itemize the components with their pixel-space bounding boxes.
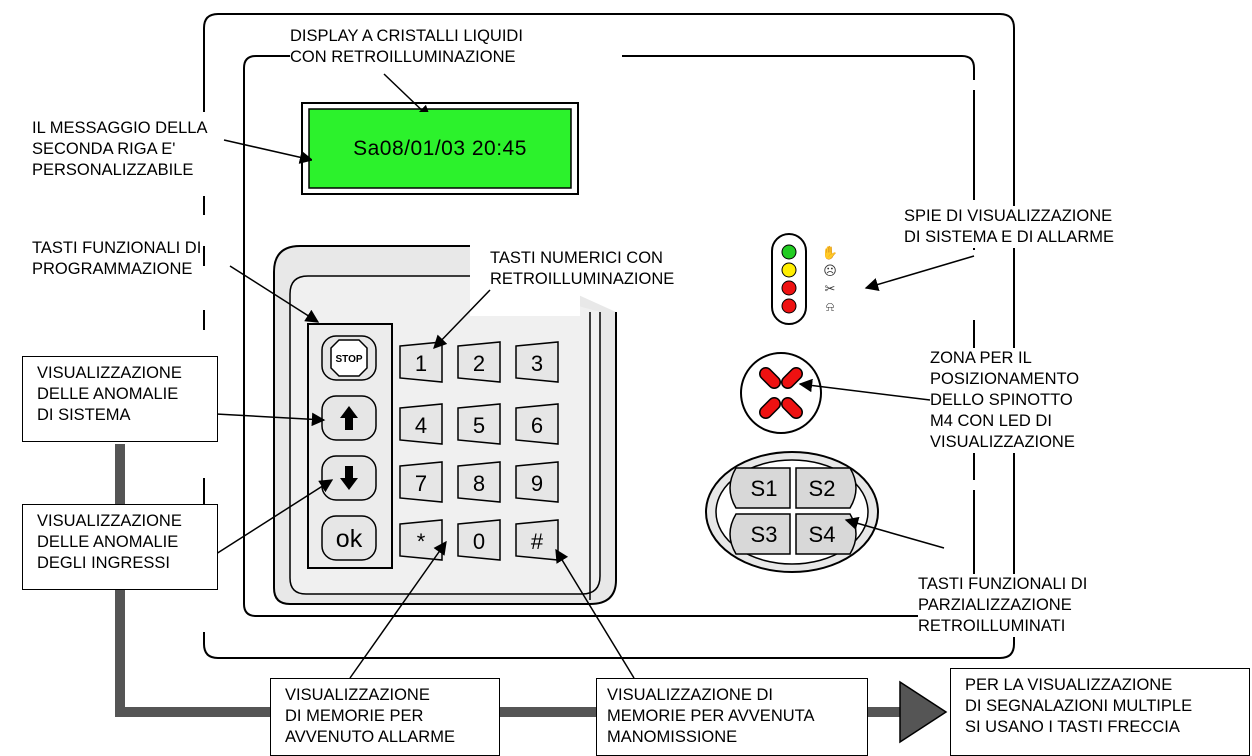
arrow-mem-manom <box>555 548 635 679</box>
status-led-1 <box>781 244 797 260</box>
numeric-key-label: # <box>531 529 544 554</box>
numeric-key-label: 3 <box>531 351 543 376</box>
bell-icon: ⍾ <box>826 300 835 315</box>
down-arrow-key[interactable] <box>321 455 377 501</box>
inner-panel-frame <box>243 55 975 617</box>
m4-led-cross <box>759 367 803 419</box>
numeric-key-*[interactable]: * <box>399 519 443 561</box>
numeric-key-4[interactable]: 4 <box>399 403 443 445</box>
status-led-3 <box>781 280 797 296</box>
numeric-key-label: 5 <box>473 413 485 438</box>
arrow-mem-allarme <box>349 540 447 679</box>
numeric-keypad: 1 2 3 4 5 6 7 8 9 * 0 # <box>399 341 559 561</box>
partial-key-label: S4 <box>809 522 836 547</box>
partial-key-label: S3 <box>751 522 778 547</box>
arrow-message <box>223 139 314 164</box>
numeric-key-2[interactable]: 2 <box>457 341 501 383</box>
numeric-key-label: 6 <box>531 413 543 438</box>
gray-connector-arrow <box>899 680 948 744</box>
numeric-key-label: 2 <box>473 351 485 376</box>
partial-key-s2[interactable]: S2 <box>795 467 857 509</box>
m4-plug-zone <box>740 352 822 434</box>
numeric-key-label: 0 <box>473 529 485 554</box>
function-keys: STOP ok <box>321 335 377 561</box>
stop-key[interactable]: STOP <box>321 335 377 381</box>
arrow-up-icon <box>340 406 358 430</box>
numeric-key-6[interactable]: 6 <box>515 403 559 445</box>
led-strip <box>771 233 807 325</box>
arrow-lcd <box>383 73 431 119</box>
arrow-m4 <box>798 378 931 401</box>
ok-key-label: ok <box>336 525 363 553</box>
numeric-key-5[interactable]: 5 <box>457 403 501 445</box>
numeric-key-label: 1 <box>415 351 427 376</box>
numeric-key-label: 8 <box>473 471 485 496</box>
arrow-anom-ing <box>215 479 334 555</box>
arrow-partial <box>844 516 945 549</box>
numeric-key-0[interactable]: 0 <box>457 519 501 561</box>
stop-sign-icon <box>330 339 368 377</box>
partial-key-s4[interactable]: S4 <box>795 513 857 555</box>
arrow-anom-sis <box>215 412 326 427</box>
numeric-key-label: 9 <box>531 471 543 496</box>
numeric-key-9[interactable]: 9 <box>515 461 559 503</box>
status-led-4 <box>781 298 797 314</box>
numeric-key-3[interactable]: 3 <box>515 341 559 383</box>
numeric-key-label: * <box>417 529 426 554</box>
numeric-key-label: 4 <box>415 413 427 438</box>
up-arrow-key[interactable] <box>321 395 377 441</box>
hand-icon: ✋ <box>822 245 838 261</box>
numeric-key-8[interactable]: 8 <box>457 461 501 503</box>
numeric-key-#[interactable]: # <box>515 519 559 561</box>
arrow-function-prog <box>229 265 320 323</box>
arrow-numeric <box>433 289 491 349</box>
numeric-key-label: 7 <box>415 471 427 496</box>
partial-key-s1[interactable]: S1 <box>729 467 791 509</box>
scissors-icon: ✂ <box>825 282 836 297</box>
ok-key[interactable]: ok <box>321 515 377 561</box>
arrow-down-icon <box>340 466 358 490</box>
stop-key-label: STOP <box>335 354 362 365</box>
numeric-key-1[interactable]: 1 <box>399 341 443 383</box>
partial-key-s3[interactable]: S3 <box>729 513 791 555</box>
lcd-display-text: Sa08/01/03 20:45 <box>312 112 568 185</box>
partial-key-label: S2 <box>809 476 836 501</box>
numeric-key-7[interactable]: 7 <box>399 461 443 503</box>
arrow-leds <box>864 255 975 292</box>
partial-key-label: S1 <box>751 476 778 501</box>
sad-face-icon: ☹ <box>823 264 837 279</box>
status-led-2 <box>781 262 797 278</box>
